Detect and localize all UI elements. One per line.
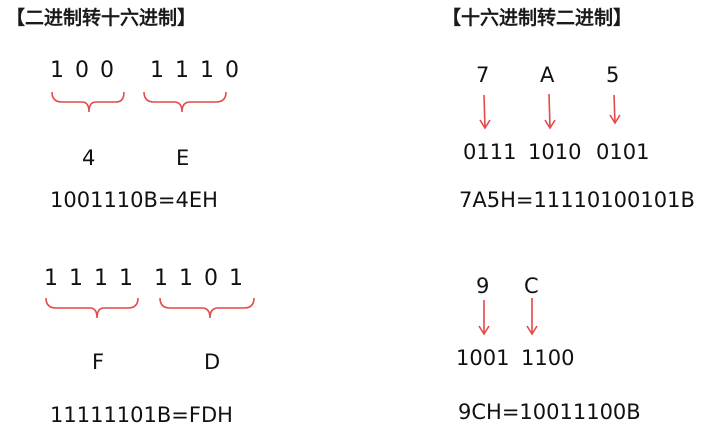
ex1-result: 1001110B=4EH — [50, 188, 218, 212]
ex1-hex-digit-1: 4 — [82, 146, 96, 170]
arrow-r-ex2-2 — [526, 298, 538, 336]
r-ex2-hex-digit-1: 9 — [476, 274, 490, 298]
brace-ex1-group1 — [51, 91, 125, 113]
ex1-hex-digit-2: E — [176, 146, 190, 170]
ex2-result: 11111101B=FDH — [50, 403, 233, 427]
arrow-r-ex2-1 — [478, 300, 490, 336]
r-ex1-hex-digit-3: 5 — [606, 63, 620, 87]
brace-ex1-group2 — [143, 91, 227, 113]
r-ex2-result: 9CH=10011100B — [458, 400, 641, 424]
ex2-bits-group2: 1 1 0 1 — [154, 266, 245, 291]
heading-hex-to-bin: 【十六进制转二进制】 — [442, 7, 633, 29]
arrow-r-ex1-2 — [544, 93, 556, 130]
brace-ex2-group2 — [159, 297, 255, 319]
r-ex1-hex-digit-2: A — [540, 63, 555, 87]
r-ex2-binary-group-2: 1100 — [521, 346, 575, 370]
arrow-r-ex1-3 — [609, 94, 621, 125]
arrow-r-ex1-1 — [479, 94, 491, 130]
r-ex1-binary-group-3: 0101 — [596, 140, 650, 164]
r-ex1-binary-group-1: 0111 — [463, 140, 517, 164]
r-ex1-result: 7A5H=11110100101B — [459, 188, 695, 212]
heading-bin-to-hex: 【二进制转十六进制】 — [6, 7, 197, 29]
arrows — [478, 93, 621, 336]
ex2-hex-digit-1: F — [92, 350, 105, 374]
brace-ex2-group1 — [45, 297, 139, 319]
ex2-bits-group1: 1 1 1 1 — [44, 266, 135, 291]
ex2-hex-digit-2: D — [204, 350, 221, 374]
r-ex2-hex-digit-2: C — [524, 274, 539, 298]
r-ex1-hex-digit-1: 7 — [476, 63, 490, 87]
r-ex2-binary-group-1: 1001 — [456, 346, 510, 370]
ex1-bits-group1: 1 0 0 — [50, 58, 116, 83]
ex1-bits-group2: 1 1 1 0 — [150, 58, 241, 83]
r-ex1-binary-group-2: 1010 — [528, 140, 582, 164]
